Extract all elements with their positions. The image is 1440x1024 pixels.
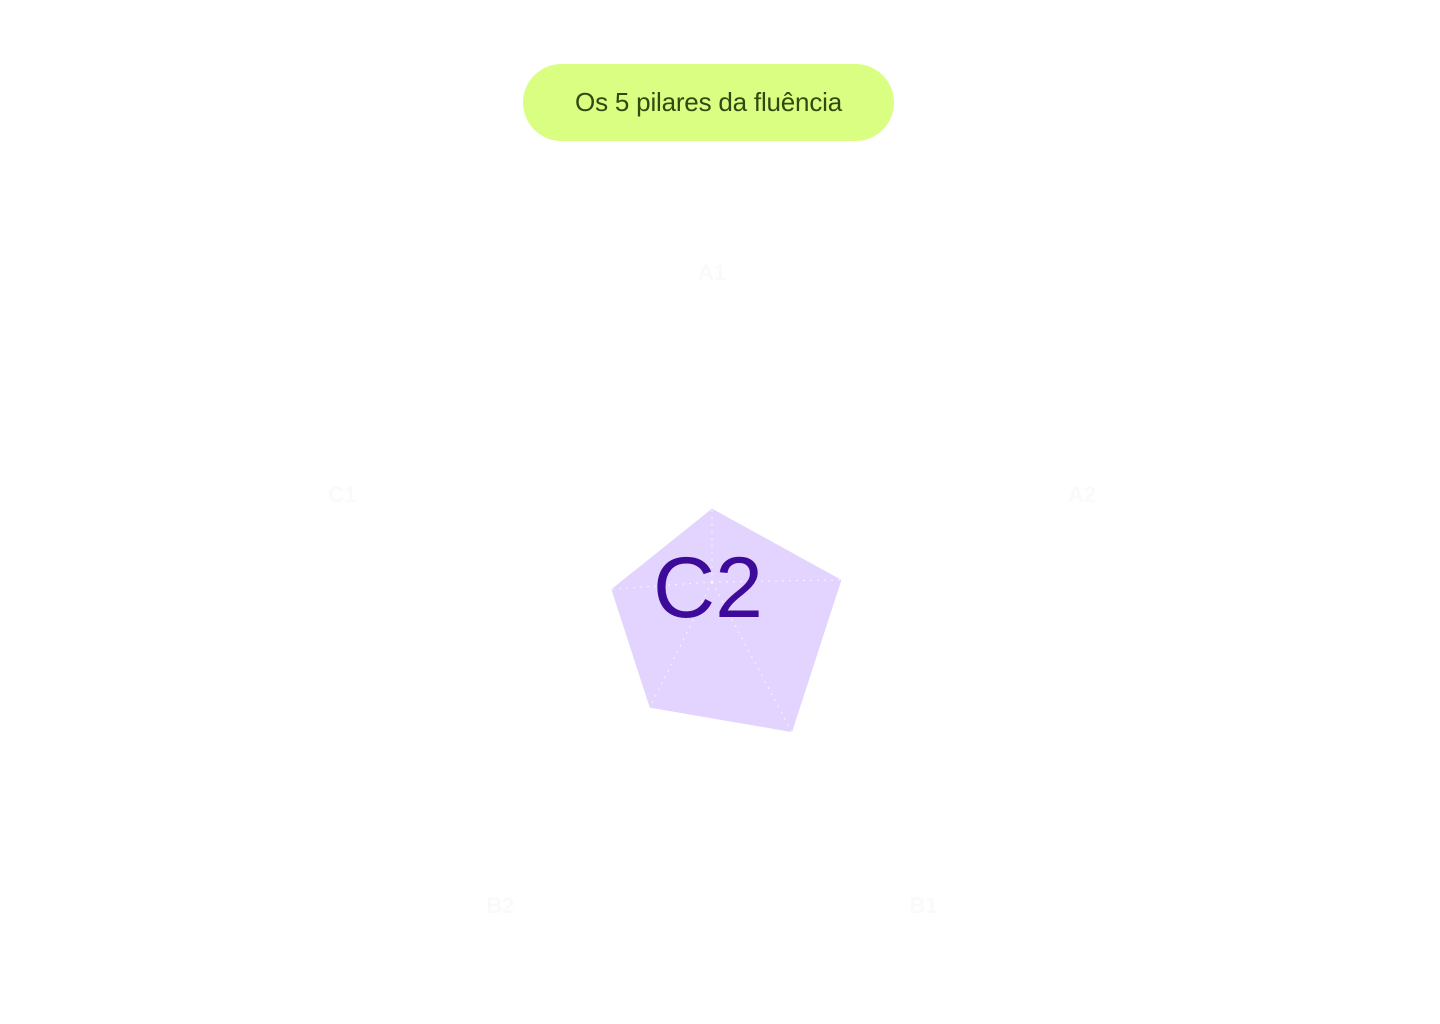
radar-inner-spoke: [649, 581, 713, 708]
axis-label-c1: C1: [328, 482, 356, 507]
center-level-label: C2: [653, 540, 763, 636]
title-pill: Os 5 pilares da fluência: [523, 64, 894, 141]
axis-label-b2: B2: [486, 893, 514, 918]
axis-label-a2: A2: [1068, 482, 1096, 507]
radar-inner-spoke: [611, 581, 713, 590]
axis-label-a1: A1: [698, 260, 726, 285]
radar-inner-spoke: [711, 579, 842, 583]
radar-inner-spoke: [711, 581, 793, 733]
radar-area: [611, 508, 842, 733]
axis-label-b1: B1: [910, 893, 938, 918]
